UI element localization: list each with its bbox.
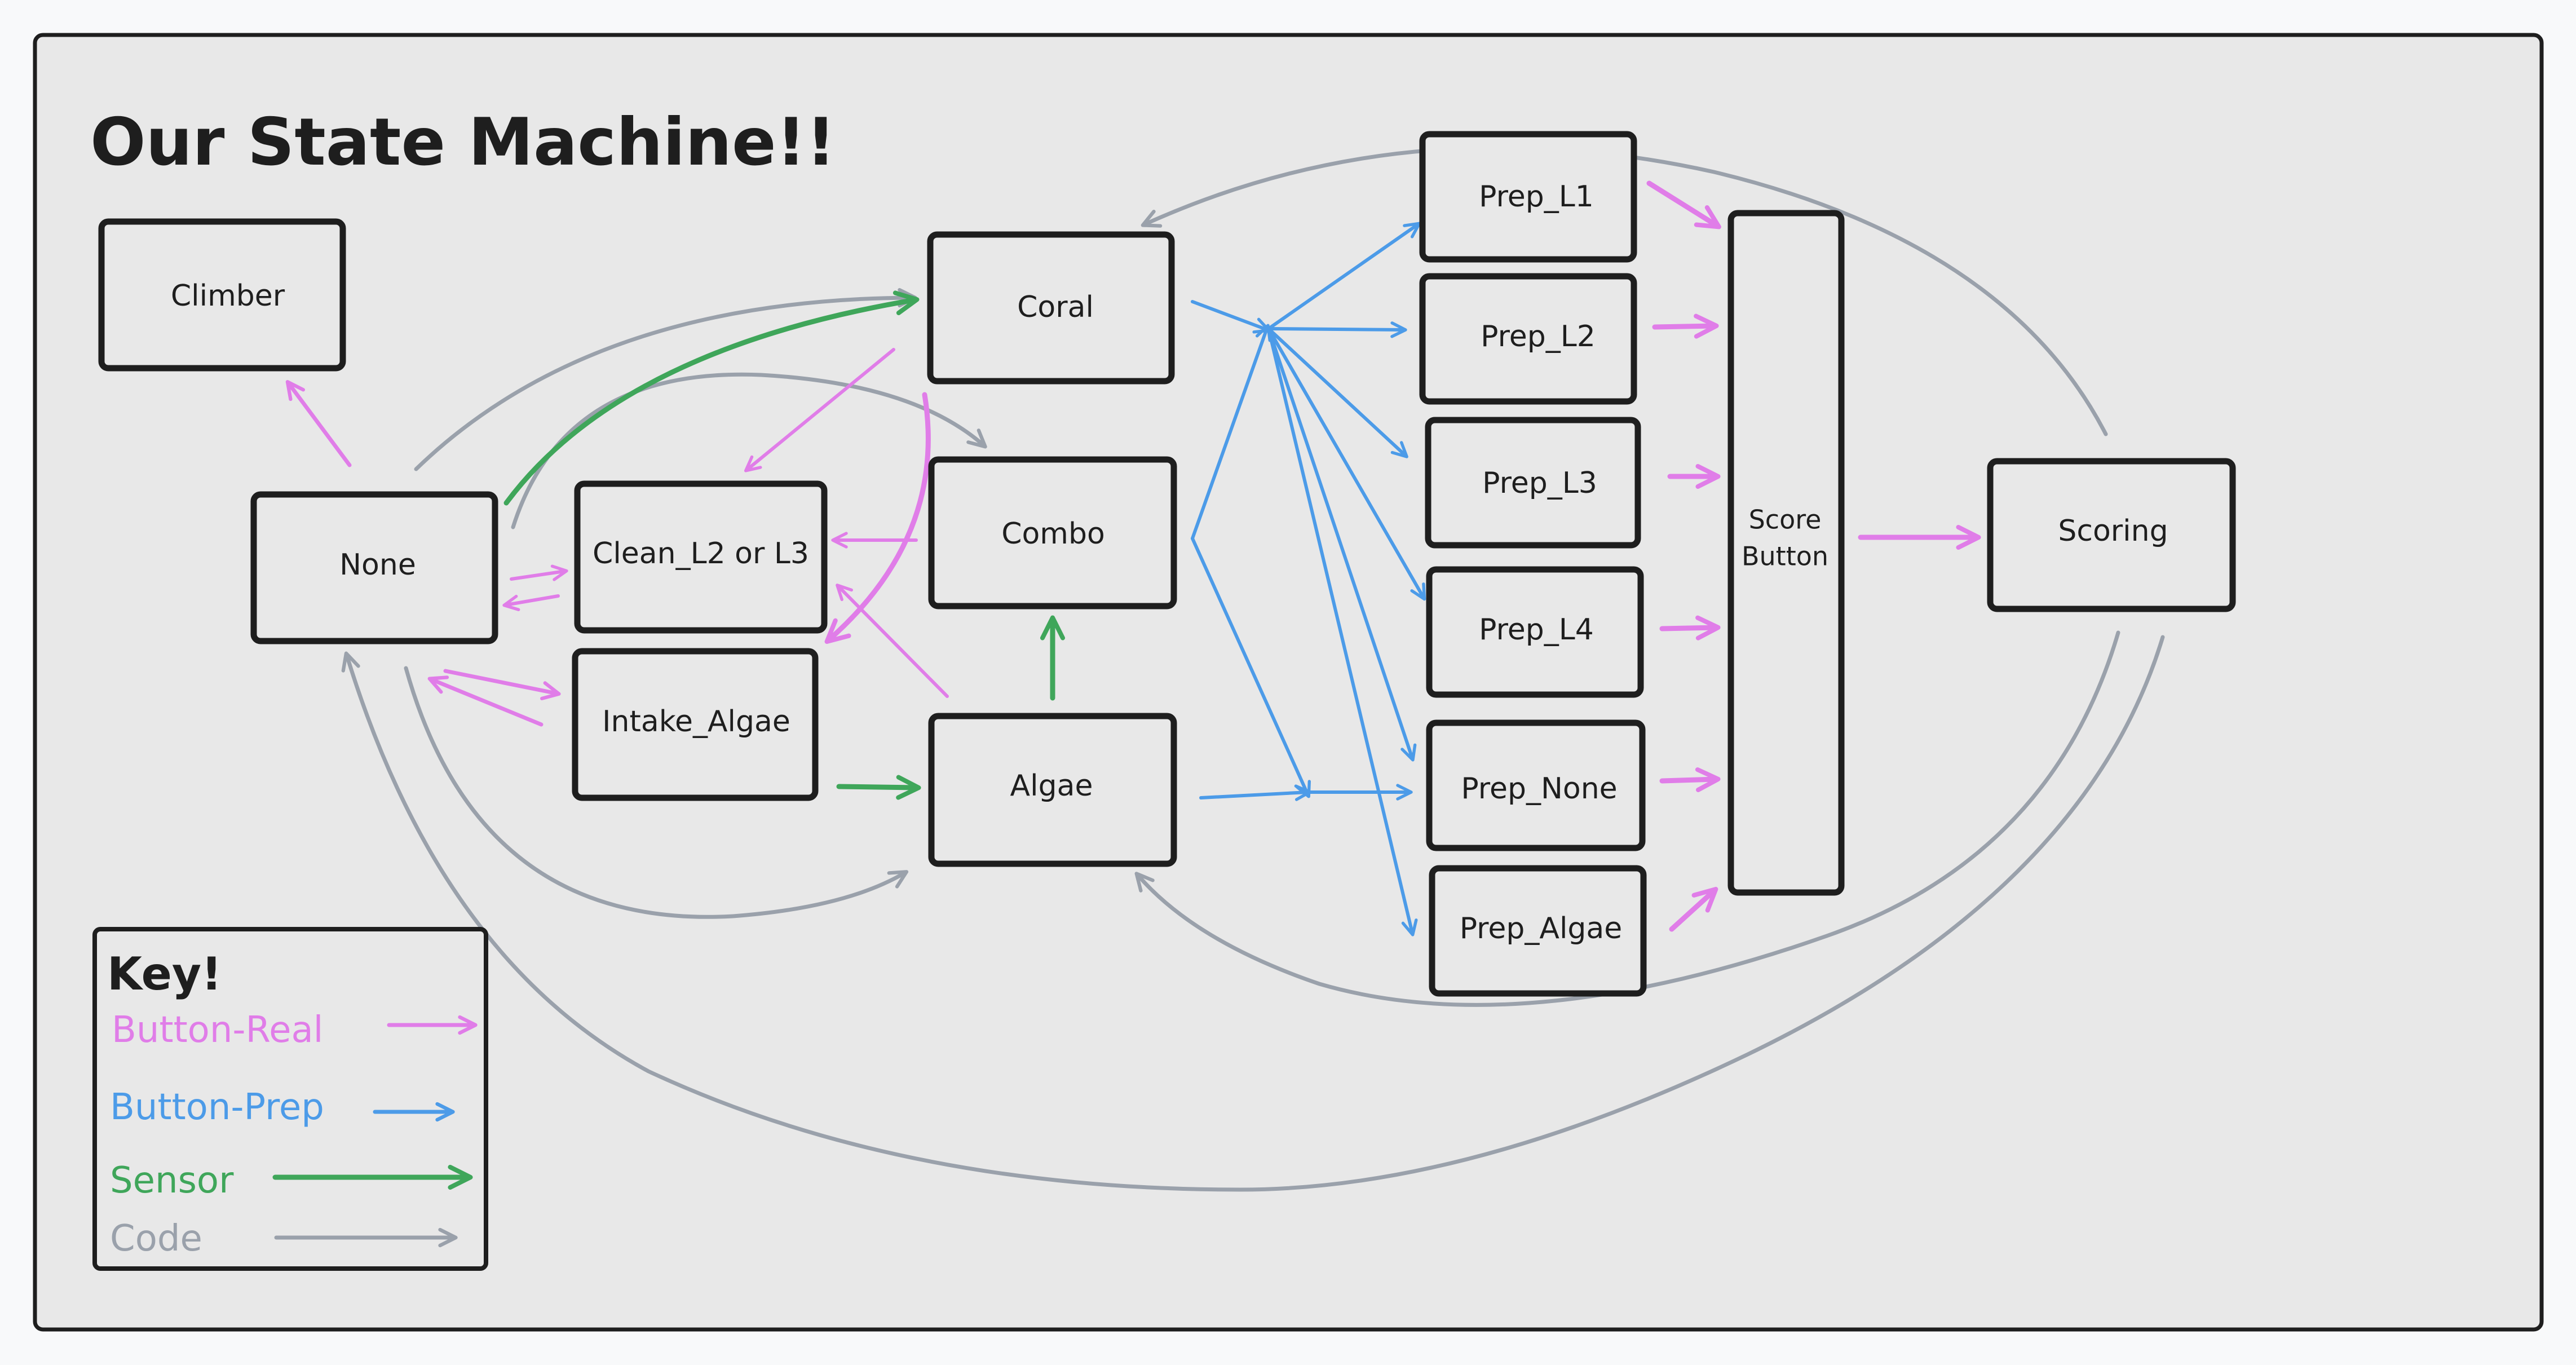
diagram-frame bbox=[33, 33, 2544, 1332]
edge-hub-to-l3 bbox=[1267, 327, 1408, 458]
state-climber-label: Climber bbox=[171, 279, 285, 313]
state-prep-l1-label: Prep_L1 bbox=[1479, 180, 1594, 214]
edge-none-to-clean bbox=[510, 564, 568, 581]
edge-algae-to-clean bbox=[836, 584, 949, 698]
state-combo-label: Combo bbox=[1001, 517, 1105, 551]
state-clean-label: Clean_L2 or L3 bbox=[593, 537, 809, 571]
state-score-button-label-1: Score bbox=[1749, 505, 1822, 535]
state-algae: Algae bbox=[928, 713, 1177, 867]
edge-hub-to-l1 bbox=[1267, 222, 1421, 330]
state-intake-algae: Intake_Algae bbox=[572, 648, 819, 801]
state-prep-l3: Prep_L3 bbox=[1425, 417, 1641, 549]
edge-scoring-to-coral bbox=[1141, 145, 2108, 436]
state-climber: Climber bbox=[98, 218, 346, 372]
edge-scoring-to-none bbox=[341, 635, 2165, 1192]
legend-button-prep-label: Button-Prep bbox=[110, 1086, 324, 1128]
state-prep-l3-label: Prep_L3 bbox=[1482, 466, 1597, 500]
state-prep-l2-label: Prep_L2 bbox=[1481, 320, 1596, 354]
edge-hub-to-prepnone bbox=[1267, 327, 1417, 762]
state-scoring: Scoring bbox=[1987, 458, 2236, 612]
edge-intake-to-none bbox=[427, 675, 544, 727]
edge-coral-to-hub bbox=[1191, 300, 1271, 334]
edge-l4-to-score bbox=[1659, 615, 1721, 640]
edge-l2-to-score bbox=[1652, 313, 1719, 339]
state-prep-none: Prep_None bbox=[1426, 719, 1646, 851]
edges bbox=[285, 145, 2165, 1192]
state-coral-label: Coral bbox=[1017, 290, 1094, 324]
state-coral: Coral bbox=[927, 231, 1175, 385]
state-scoring-label: Scoring bbox=[2058, 514, 2168, 548]
legend-code-label: Code bbox=[110, 1218, 202, 1260]
edge-hub-to-l2 bbox=[1267, 321, 1407, 338]
legend: Key! Button-Real Button-Prep Sensor Code bbox=[92, 927, 488, 1271]
state-algae-label: Algae bbox=[1010, 769, 1093, 803]
edge-sensor-intake-to-algae bbox=[836, 775, 921, 800]
edge-sensor-none-to-coral bbox=[503, 290, 920, 506]
state-combo: Combo bbox=[928, 456, 1177, 609]
edge-coral-to-intake bbox=[824, 392, 931, 644]
state-prep-l1: Prep_L1 bbox=[1419, 131, 1637, 263]
edge-none-to-coral bbox=[414, 288, 917, 471]
edge-combo-to-hub bbox=[1191, 324, 1271, 540]
edge-clean-to-none bbox=[502, 594, 560, 611]
edge-algae-to-hub2 bbox=[1199, 784, 1311, 801]
state-prep-l4-label: Prep_L4 bbox=[1479, 613, 1594, 647]
legend-box bbox=[92, 927, 488, 1271]
state-none: None bbox=[250, 491, 498, 644]
state-intake-algae-label: Intake_Algae bbox=[602, 705, 790, 739]
state-prep-l2: Prep_L2 bbox=[1419, 273, 1637, 405]
legend-heading: Key! bbox=[107, 948, 222, 1000]
edge-combo-to-prepnone bbox=[1191, 537, 1311, 798]
state-prep-l4: Prep_L4 bbox=[1426, 566, 1644, 698]
state-prep-algae: Prep_Algae bbox=[1429, 865, 1647, 997]
state-none-label: None bbox=[339, 548, 416, 582]
edge-l1-to-score bbox=[1646, 180, 1721, 229]
edge-hub-to-l4 bbox=[1267, 327, 1426, 601]
state-clean: Clean_L2 or L3 bbox=[574, 480, 828, 634]
state-prep-none-label: Prep_None bbox=[1461, 772, 1617, 806]
diagram-title: Our State Machine!! bbox=[90, 104, 836, 180]
legend-sensor-label: Sensor bbox=[110, 1160, 234, 1201]
legend-button-real-label: Button-Real bbox=[112, 1009, 323, 1051]
state-score-button-label-2: Button bbox=[1742, 541, 1828, 572]
state-prep-algae-label: Prep_Algae bbox=[1460, 912, 1623, 946]
edge-prepalgae-to-score bbox=[1669, 886, 1718, 932]
state-score-button: Score Button bbox=[1727, 210, 1845, 896]
edge-prepnone-to-score bbox=[1659, 767, 1721, 793]
edge-none-to-intake bbox=[443, 669, 561, 701]
edge-none-to-algae bbox=[404, 666, 909, 919]
edge-hub-to-prepalgae bbox=[1267, 327, 1418, 936]
edge-coral-to-clean bbox=[744, 348, 895, 472]
edge-none-to-climber bbox=[285, 380, 352, 467]
